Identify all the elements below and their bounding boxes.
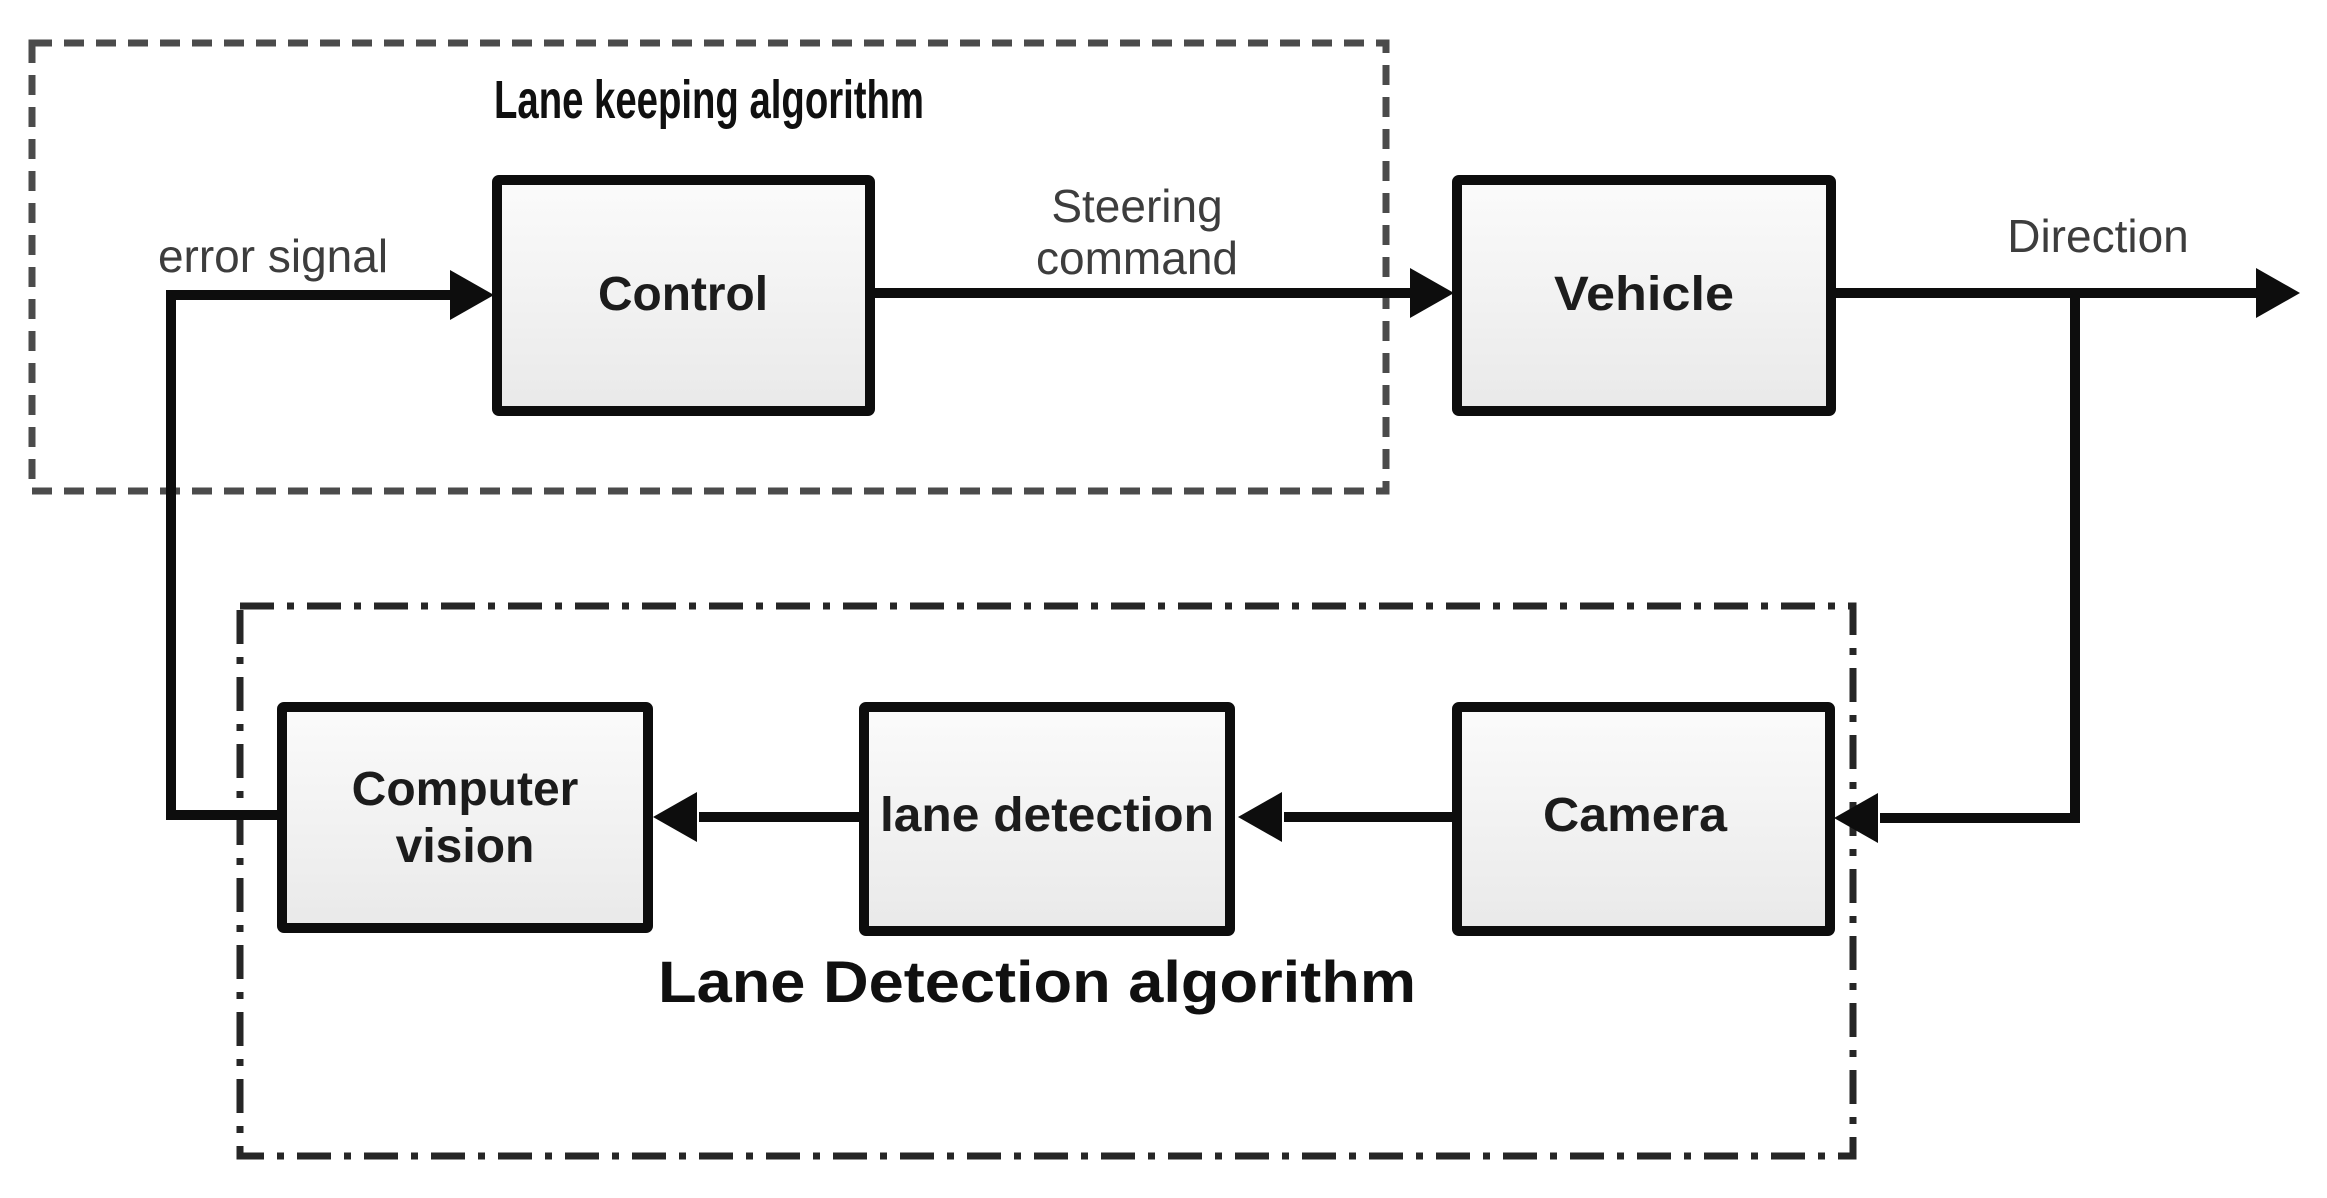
lane-detection-group: Lane Detection algorithm	[236, 602, 1857, 1160]
error-signal-path	[166, 290, 450, 820]
camera-box	[1452, 702, 1835, 936]
error-signal-label: error signal	[158, 230, 388, 282]
vehicle-box	[1452, 175, 1836, 416]
steering-command-label-line1: Steering	[1051, 180, 1222, 232]
control-box	[492, 175, 875, 416]
direction-label: Direction	[2007, 210, 2189, 262]
arrowhead-into-vehicle-icon	[1410, 268, 1454, 318]
lane-detection-dashdot-border	[236, 602, 1857, 1160]
control-label: Control	[598, 268, 768, 321]
camera-label: Camera	[1543, 789, 1727, 842]
computer-vision-label-line2: vision	[396, 820, 535, 873]
lane-keeping-title: Lane keeping algorithm	[494, 70, 924, 130]
control-block: Control	[492, 175, 875, 416]
arrowhead-into-control-icon	[450, 270, 494, 320]
computer-vision-label-line1: Computer	[352, 763, 579, 816]
direction-feedback-path	[1880, 295, 2080, 823]
arrowhead-into-lane-detection-icon	[1238, 792, 1282, 842]
vehicle-block: Vehicle	[1452, 175, 1836, 416]
computer-vision-box	[277, 702, 653, 933]
computer-vision-block: Computer vision	[277, 702, 653, 933]
lane-detection-label: lane detection	[880, 789, 1214, 842]
lane-detection-block: lane detection	[859, 702, 1235, 936]
lane-keeping-dashed-border	[28, 39, 1390, 495]
lane-detection-title: Lane Detection algorithm	[658, 950, 1416, 1015]
camera-block: Camera	[1452, 702, 1835, 936]
connectors	[166, 268, 2300, 843]
lane-keeping-group: Lane keeping algorithm	[28, 39, 1390, 495]
steering-command-label-line2: command	[1036, 232, 1238, 284]
arrowhead-into-camera-icon	[1834, 793, 1878, 843]
lane-detection-box	[859, 702, 1235, 936]
arrowhead-direction-out-icon	[2256, 268, 2300, 318]
signal-labels: error signal Steering command Direction	[158, 180, 2189, 284]
arrowhead-into-computer-vision-icon	[653, 792, 697, 842]
vehicle-label: Vehicle	[1554, 268, 1734, 321]
